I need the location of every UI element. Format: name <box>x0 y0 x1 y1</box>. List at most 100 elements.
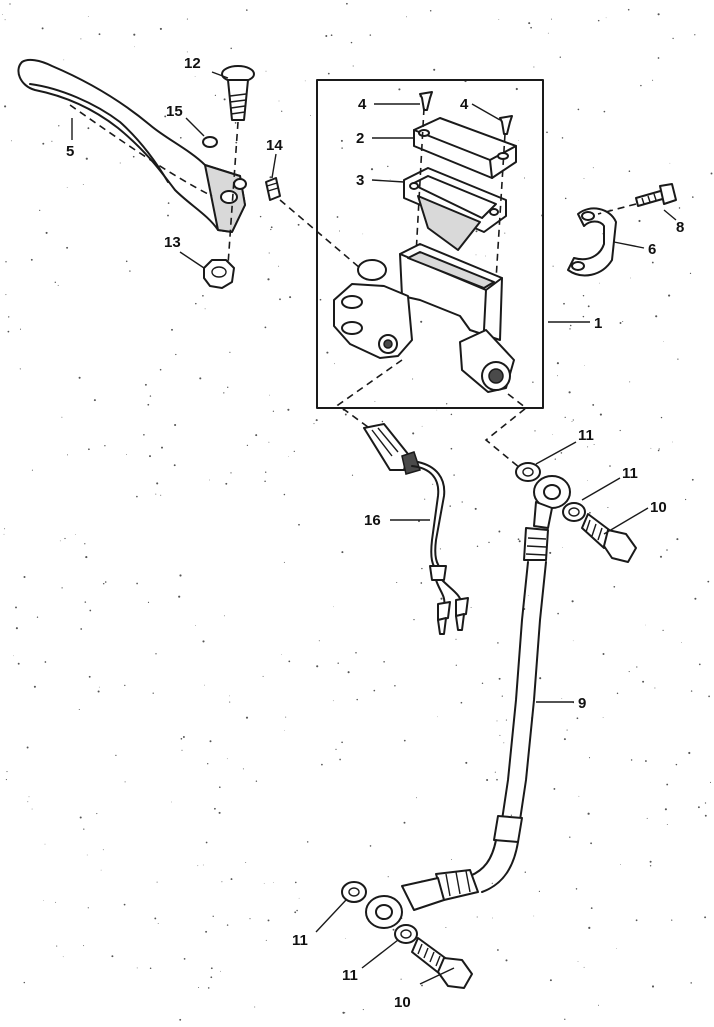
o-ring-part <box>202 136 218 148</box>
scan-speck <box>242 768 244 770</box>
scan-speck <box>356 698 358 701</box>
scan-speck <box>202 640 205 643</box>
scan-speck <box>662 341 664 342</box>
scan-speck <box>403 821 406 824</box>
assembly-line <box>597 203 637 215</box>
scan-speck <box>571 600 574 603</box>
scan-speck <box>325 35 328 37</box>
scan-speck <box>66 454 69 456</box>
scan-speck <box>23 981 26 984</box>
scan-speck <box>556 362 559 365</box>
scan-speck <box>659 555 663 558</box>
scan-speck <box>272 882 274 884</box>
scan-speck <box>327 72 330 75</box>
scan-speck <box>496 720 498 722</box>
scan-speck <box>17 662 20 665</box>
scan-speck <box>182 736 185 738</box>
scan-speck <box>220 970 221 972</box>
scan-speck <box>85 157 88 160</box>
scan-speck <box>297 223 300 226</box>
banjo-fitting-part <box>533 475 571 529</box>
scan-speck <box>87 16 89 17</box>
scan-speck <box>229 695 230 697</box>
scan-speck <box>704 814 707 817</box>
master-cylinder-body-part <box>333 243 515 393</box>
assembly-line <box>69 104 213 197</box>
scan-speck <box>100 869 102 871</box>
scan-speck <box>645 624 646 626</box>
scan-speck <box>4 105 7 108</box>
scan-speck <box>298 523 300 526</box>
scan-speck <box>607 506 609 509</box>
scan-speck <box>416 797 417 799</box>
scan-speck <box>455 664 457 666</box>
scan-speck <box>563 302 565 305</box>
scan-speck <box>619 322 622 324</box>
scan-speck <box>212 915 214 917</box>
scan-speck <box>8 316 10 318</box>
scan-speck <box>439 548 441 550</box>
scan-speck <box>622 321 624 322</box>
scan-speck <box>476 545 479 548</box>
scan-speck <box>400 978 402 980</box>
scan-speck <box>689 272 692 275</box>
scan-speck <box>387 165 389 168</box>
scan-speck <box>102 582 105 585</box>
scan-speck <box>533 915 535 917</box>
scan-speck <box>144 383 147 386</box>
screw-part <box>419 91 513 135</box>
scan-speck <box>553 787 556 790</box>
scan-speck <box>638 219 641 223</box>
scan-speck <box>649 860 652 863</box>
scan-speck <box>33 685 36 688</box>
scan-speck <box>517 538 520 541</box>
scan-speck <box>572 419 574 421</box>
scan-speck <box>126 454 127 455</box>
scan-speck <box>315 419 318 422</box>
scan-speck <box>373 689 376 692</box>
scan-speck <box>326 351 329 354</box>
scan-speck <box>651 985 655 988</box>
scan-speck <box>588 926 591 930</box>
callout-8: 8 <box>676 219 684 236</box>
scan-speck <box>156 482 159 485</box>
scan-speck <box>620 864 621 865</box>
callout-4: 4 <box>460 96 469 113</box>
scan-speck <box>569 328 571 330</box>
scan-speck <box>36 616 39 618</box>
reservoir-cap-part <box>413 117 517 179</box>
callout-13: 13 <box>164 234 181 251</box>
scan-speck <box>287 408 290 411</box>
scan-speck <box>59 540 61 542</box>
clamp-bolt-part <box>635 183 677 207</box>
scan-speck <box>199 377 202 380</box>
scan-speck <box>214 94 216 96</box>
scan-speck <box>19 328 22 330</box>
scan-speck <box>694 597 697 600</box>
scan-speck <box>421 984 423 987</box>
scan-speck <box>296 909 298 912</box>
scan-speck <box>628 671 630 673</box>
scan-speck <box>642 680 645 683</box>
scan-speck <box>342 1011 345 1014</box>
scan-speck <box>609 465 611 467</box>
scan-speck <box>330 34 333 37</box>
scan-speck <box>583 364 585 366</box>
scan-speck <box>709 781 712 783</box>
scan-speck <box>562 547 563 548</box>
scan-speck <box>577 108 580 111</box>
scan-speck <box>436 409 438 411</box>
scan-speck <box>657 449 660 452</box>
scan-speck <box>552 265 554 267</box>
scan-speck <box>671 919 673 921</box>
scan-speck <box>668 294 671 297</box>
scan-speck <box>230 472 232 474</box>
scan-speck <box>383 661 385 663</box>
scan-speck <box>155 493 157 495</box>
scan-speck <box>298 897 300 899</box>
scan-speck <box>575 888 578 890</box>
scan-speck <box>652 79 654 81</box>
scan-speck <box>78 708 80 711</box>
scan-speck <box>362 233 364 235</box>
scan-speck <box>98 686 100 688</box>
